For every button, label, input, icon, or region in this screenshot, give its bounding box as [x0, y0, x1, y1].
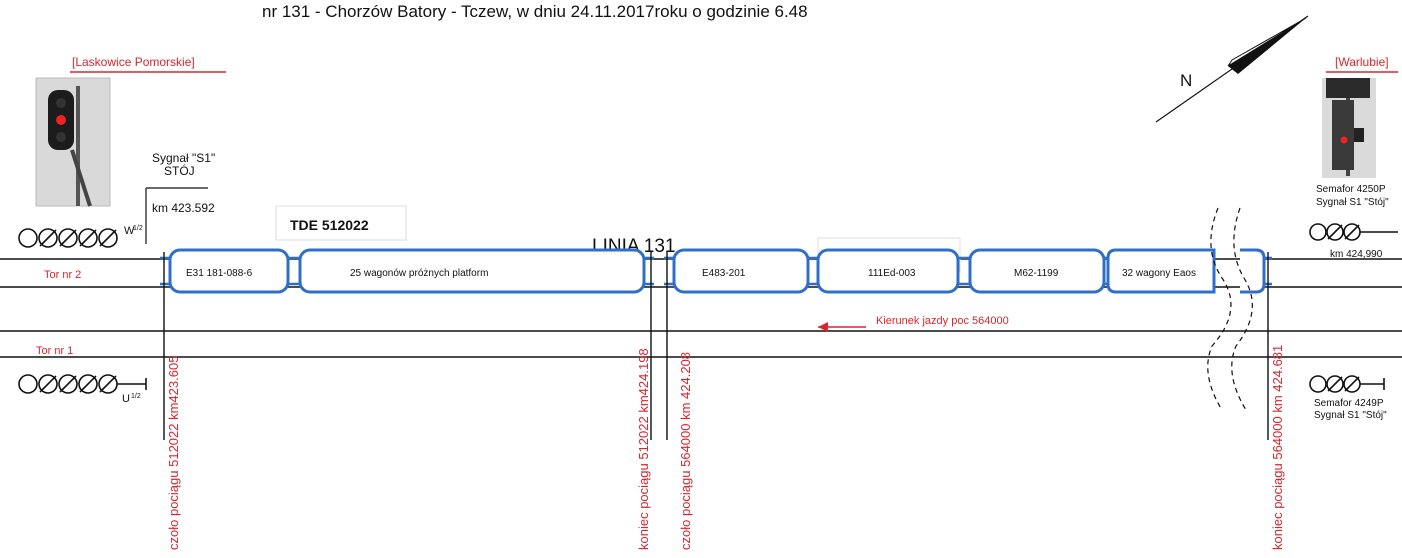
left-top-symbol-label: W [124, 225, 135, 237]
wagon-label: 111Ed-003 [868, 268, 916, 279]
direction-note: Kierunek jazdy poc 564000 [876, 315, 1009, 327]
right-top-semafor-name: Semafor 4250P [1316, 184, 1386, 195]
marker-label: koniec pociągu 564000 km 424.681 [1270, 345, 1285, 550]
right-top-signal-symbol [1309, 223, 1398, 241]
direction-right-label: [Warlubie] [1335, 55, 1389, 69]
position-markers: czoło pociągu 512022 km423.605 koniec po… [163, 252, 1285, 550]
left-signal-label: Sygnał "S1" [152, 151, 215, 165]
wagon-eaos-end [1240, 248, 1266, 294]
wagon-label: 25 wagonów próżnych platform [350, 268, 488, 279]
wagon-label: M62-1199 [1014, 268, 1059, 279]
right-bottom-semafor-name: Semafor 4249P [1314, 398, 1384, 409]
train-2: E483-201 111Ed-003 M62-1199 32 wagony Ea… [664, 248, 1272, 294]
break-marks [1207, 207, 1253, 411]
wagon-label: 32 wagony Eaos [1122, 268, 1196, 279]
train-1-id: TDE 512022 [290, 217, 369, 233]
left-bottom-signal-symbol [18, 374, 147, 394]
north-label: N [1180, 71, 1192, 90]
track2-label: Tor nr 2 [44, 269, 81, 281]
wagon-locomotive [672, 248, 810, 294]
left-top-symbol-sup: 1/2 [133, 225, 143, 232]
marker-label: koniec pociągu 512022 km424.198 [636, 348, 651, 550]
left-signal-photo [35, 77, 111, 207]
wagon-locomotive [816, 248, 960, 294]
north-arrow: N [1155, 15, 1309, 123]
right-signal-photo [1322, 78, 1376, 178]
header-title: nr 131 - Chorzów Batory - Tczew, w dniu … [262, 2, 808, 21]
wagon-label: E483-201 [702, 268, 746, 279]
right-top-km: km 424,990 [1330, 249, 1383, 260]
train-1: E31 181-088-6 25 wagonów próżnych platfo… [160, 248, 654, 294]
direction-arrow-head [818, 322, 828, 332]
marker-label: czoło pociągu 564000 km 424.208 [678, 352, 693, 550]
right-bottom-signal-symbol [1309, 375, 1385, 393]
wagon-label: E31 181-088-6 [186, 268, 253, 279]
left-top-signal-symbol [18, 228, 118, 248]
train-1-id-box [275, 205, 407, 241]
left-signal-state: STÓJ [164, 163, 195, 178]
right-bottom-semafor-state: Sygnał S1 "Stój" [1314, 410, 1387, 421]
left-bottom-symbol-label: U [122, 393, 130, 405]
right-top-semafor-state: Sygnał S1 "Stój" [1316, 197, 1389, 208]
marker-label: czoło pociągu 512022 km423.605 [166, 356, 181, 550]
left-bottom-symbol-sup: 1/2 [131, 393, 141, 400]
direction-left-label: [Laskowice Pomorskie] [72, 55, 195, 69]
wagon-locomotive [968, 248, 1106, 294]
wagon-locomotive [168, 248, 290, 294]
track1-label: Tor nr 1 [36, 345, 73, 357]
wagon-platform-group [298, 248, 646, 294]
left-signal-km: km 423.592 [152, 201, 215, 215]
